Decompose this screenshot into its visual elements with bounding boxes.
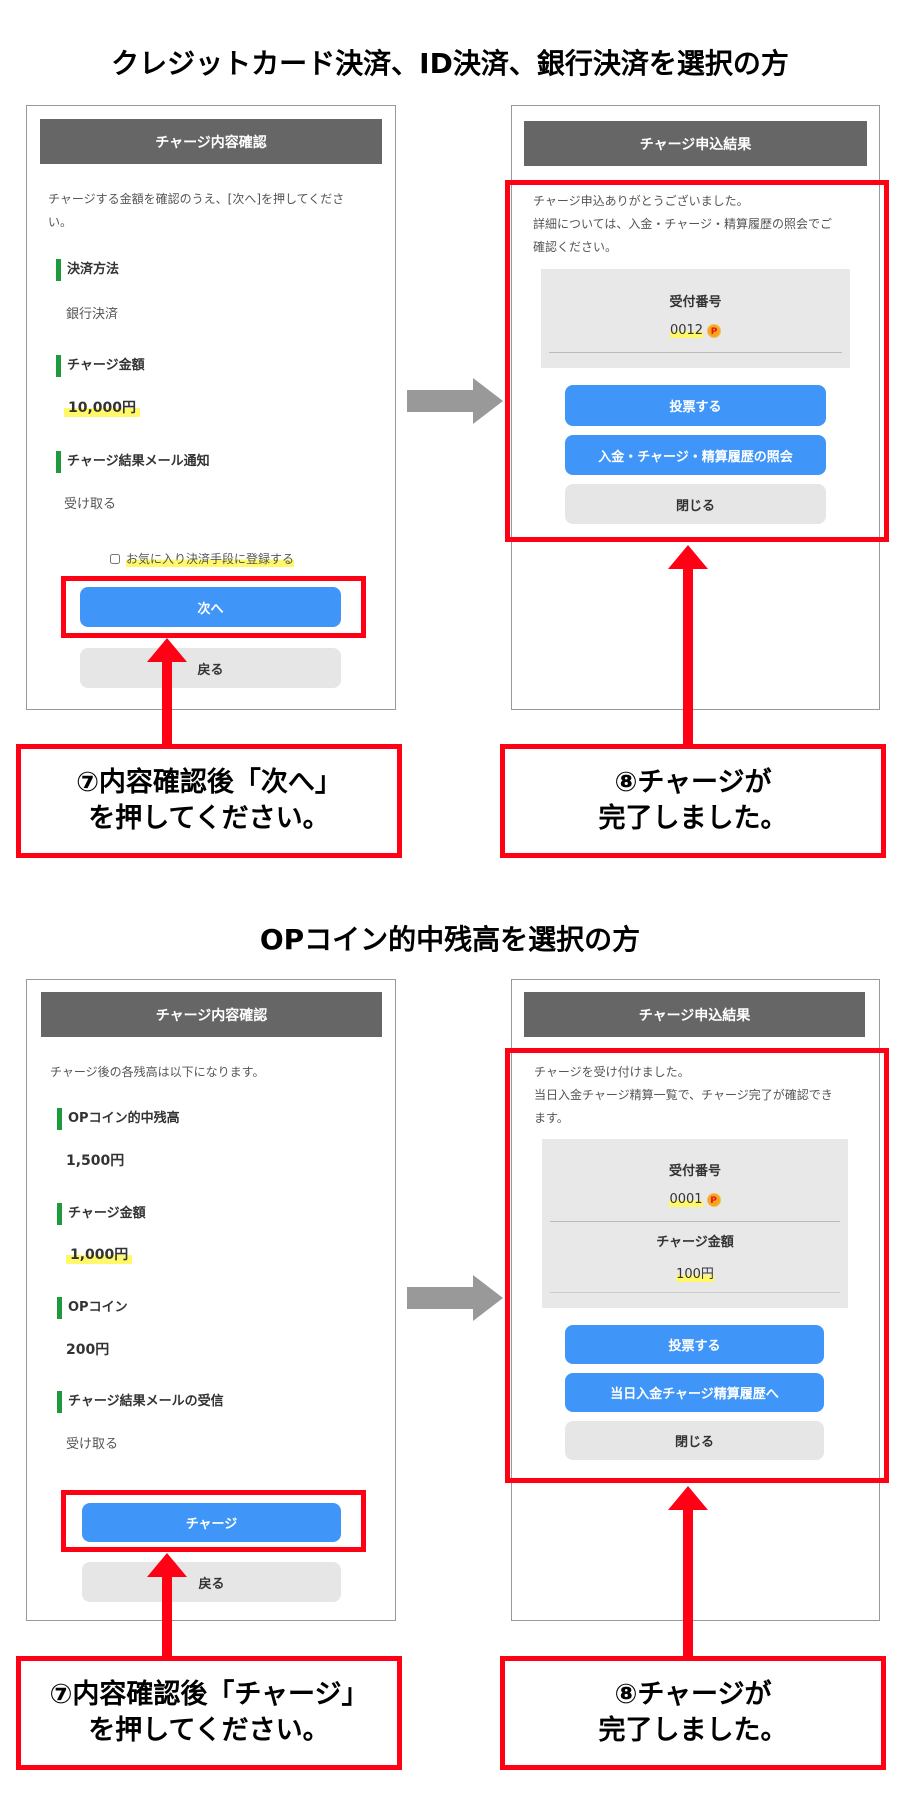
highlight-frame bbox=[505, 180, 889, 542]
up-arrow-icon bbox=[668, 545, 708, 569]
intro-text: い。 bbox=[48, 215, 73, 229]
instruction-callout: ⑦内容確認後「チャージ」 を押してください。 bbox=[16, 1656, 402, 1770]
callout-line: 完了しました。 bbox=[598, 803, 788, 834]
screen-header: チャージ申込結果 bbox=[524, 121, 867, 166]
right-arrow-icon bbox=[407, 378, 503, 424]
favorite-checkbox-label: お気に入り決済手段に登録する bbox=[126, 550, 295, 567]
payment-method-value: 銀行決済 bbox=[66, 307, 119, 322]
receipt-box bbox=[541, 269, 850, 368]
callout-line: ⑧チャージが bbox=[614, 1679, 772, 1710]
section-heading: チャージ金額 bbox=[57, 1203, 146, 1225]
point-icon: P bbox=[707, 323, 722, 338]
section-heading: 決済方法 bbox=[56, 259, 119, 281]
amount-row: 100円 bbox=[542, 1263, 848, 1282]
charge-button[interactable]: チャージ bbox=[82, 1503, 341, 1542]
result-message: 確認ください。 bbox=[533, 240, 618, 254]
section-title: クレジットカード決済、ID決済、銀行決済を選択の方 bbox=[111, 47, 789, 80]
favorite-checkbox-row[interactable]: お気に入り決済手段に登録する bbox=[110, 550, 295, 567]
right-arrow-icon bbox=[407, 1275, 503, 1321]
op-coin-value: 200円 bbox=[66, 1342, 110, 1358]
callout-line: ⑦内容確認後「チャージ」 bbox=[49, 1679, 369, 1710]
charge-amount-value: 1,000円 bbox=[66, 1244, 133, 1264]
callout-line: ⑦内容確認後「次へ」 bbox=[76, 767, 342, 798]
divider bbox=[550, 1221, 840, 1222]
point-icon: P bbox=[706, 1192, 721, 1207]
instruction-callout: ⑦内容確認後「次へ」 を押してください。 bbox=[16, 744, 402, 858]
charge-amount-value: 10,000円 bbox=[64, 397, 141, 417]
callout-line: ⑧チャージが bbox=[614, 767, 772, 798]
back-button[interactable]: 戻る bbox=[80, 648, 341, 688]
instruction-callout: ⑧チャージが 完了しました。 bbox=[500, 1656, 886, 1770]
history-button[interactable]: 当日入金チャージ精算履歴へ bbox=[565, 1373, 824, 1412]
highlight-frame bbox=[61, 1490, 366, 1552]
receipt-label: 受付番号 bbox=[669, 295, 722, 310]
result-message: ます。 bbox=[534, 1111, 569, 1125]
receipt-number: 0001 bbox=[669, 1192, 703, 1207]
arrow-shaft bbox=[162, 1575, 172, 1658]
vote-button[interactable]: 投票する bbox=[565, 385, 826, 426]
section-heading: OPコイン的中残高 bbox=[57, 1108, 180, 1130]
instruction-callout: ⑧チャージが 完了しました。 bbox=[500, 744, 886, 858]
up-arrow-icon bbox=[147, 638, 187, 662]
op-coin-balance-value: 1,500円 bbox=[66, 1153, 125, 1169]
receipt-label: 受付番号 bbox=[668, 1164, 721, 1179]
back-button[interactable]: 戻る bbox=[82, 1562, 341, 1602]
highlight-frame bbox=[61, 576, 366, 638]
close-button[interactable]: 閉じる bbox=[565, 1421, 824, 1460]
result-message: 詳細については、入金・チャージ・精算履歴の照会でご bbox=[533, 217, 833, 231]
mail-setting-value: 受け取る bbox=[66, 1437, 119, 1452]
result-message: チャージを受け付けました。 bbox=[534, 1065, 690, 1079]
callout-line: を押してください。 bbox=[88, 1715, 330, 1746]
section-heading: チャージ結果メール通知 bbox=[56, 451, 210, 473]
callout-line: 完了しました。 bbox=[598, 1715, 788, 1746]
up-arrow-icon bbox=[668, 1486, 708, 1510]
screen-header: チャージ申込結果 bbox=[524, 992, 865, 1037]
section-heading: チャージ結果メールの受信 bbox=[57, 1391, 224, 1413]
mail-setting-value: 受け取る bbox=[64, 497, 117, 512]
section-heading: チャージ金額 bbox=[56, 355, 145, 377]
screen-header: チャージ内容確認 bbox=[41, 992, 382, 1037]
up-arrow-icon bbox=[147, 1553, 187, 1577]
section-heading: OPコイン bbox=[57, 1297, 128, 1319]
screen-header: チャージ内容確認 bbox=[40, 119, 382, 164]
result-message: チャージ申込ありがとうございました。 bbox=[533, 194, 749, 208]
divider bbox=[549, 352, 842, 353]
intro-text: チャージ後の各残高は以下になります。 bbox=[50, 1065, 265, 1079]
receipt-number: 0012 bbox=[669, 323, 704, 338]
intro-text: チャージする金額を確認のうえ、[次へ]を押してくださ bbox=[48, 192, 345, 206]
history-button[interactable]: 入金・チャージ・精算履歴の照会 bbox=[565, 435, 826, 475]
highlight-frame bbox=[505, 1048, 889, 1483]
arrow-shaft bbox=[162, 660, 172, 746]
close-button[interactable]: 閉じる bbox=[565, 484, 826, 524]
arrow-shaft bbox=[683, 567, 693, 746]
vote-button[interactable]: 投票する bbox=[565, 1325, 824, 1364]
result-message: 当日入金チャージ精算一覧で、チャージ完了が確認でき bbox=[534, 1088, 833, 1102]
section-title: OPコイン的中残高を選択の方 bbox=[259, 923, 641, 956]
favorite-checkbox[interactable] bbox=[110, 553, 120, 564]
amount-value: 100円 bbox=[676, 1267, 714, 1282]
next-button[interactable]: 次へ bbox=[80, 587, 341, 627]
amount-label: チャージ金額 bbox=[656, 1235, 734, 1250]
arrow-shaft bbox=[683, 1508, 693, 1658]
callout-line: を押してください。 bbox=[88, 803, 330, 834]
divider bbox=[550, 1292, 840, 1293]
